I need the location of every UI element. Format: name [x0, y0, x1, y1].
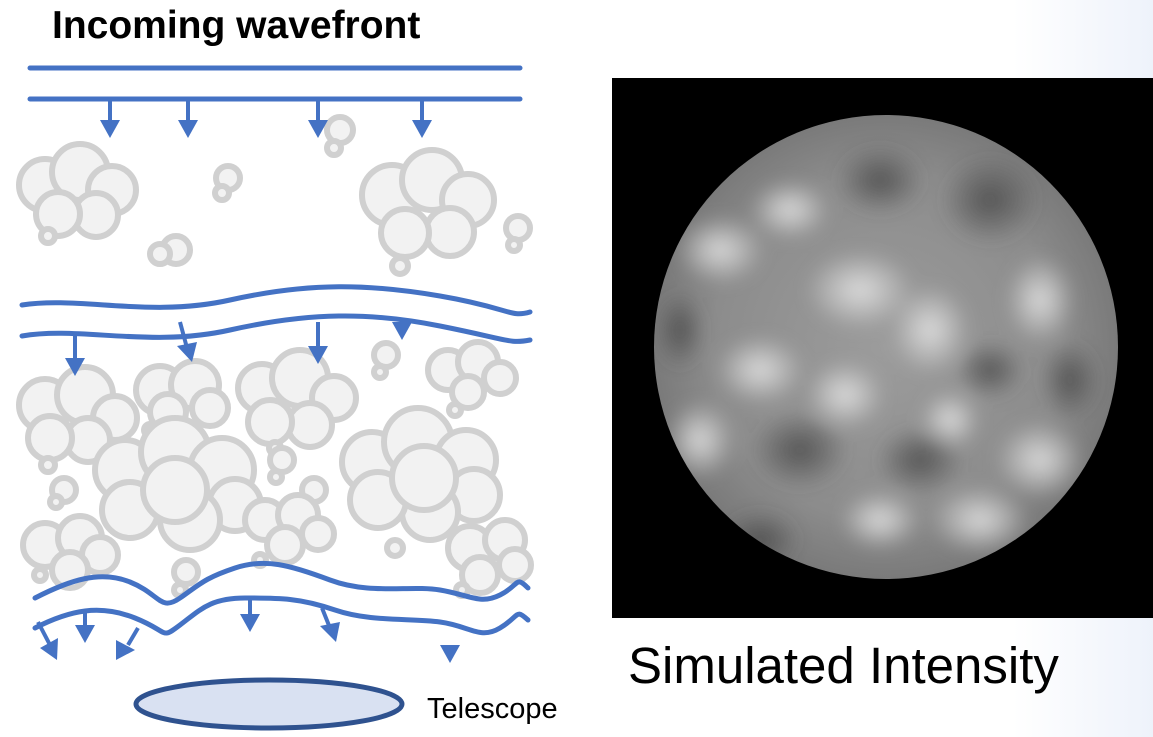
propagation-arrows — [36, 100, 460, 663]
cloud — [92, 415, 264, 553]
cloud — [339, 405, 503, 559]
arrow-icon — [177, 321, 197, 362]
arrow-icon — [308, 322, 328, 364]
arrow-icon — [75, 610, 95, 643]
cloud — [359, 147, 497, 277]
distorted-wavefront-1 — [32, 560, 531, 606]
simulated-intensity-label: Simulated Intensity — [628, 637, 1059, 694]
wavy-wavefront-1 — [19, 284, 533, 317]
cloud — [16, 364, 140, 475]
turbulence-clouds — [16, 114, 534, 599]
arrow-icon — [178, 100, 198, 138]
arrow-icon — [320, 607, 340, 642]
arrow-icon — [116, 626, 140, 660]
cloud — [503, 213, 533, 254]
cloud — [235, 347, 359, 457]
arrow-icon — [36, 621, 58, 660]
cloud — [445, 517, 534, 599]
cloud — [371, 340, 401, 381]
cloud — [267, 445, 297, 486]
incoming-wavefront-title: Incoming wavefront — [52, 4, 421, 47]
telescope-label: Telescope — [427, 693, 558, 725]
cloud — [324, 114, 356, 158]
wavefronts — [19, 65, 533, 636]
simulated-intensity-image — [612, 78, 1153, 618]
arrow-icon — [100, 100, 120, 138]
wavy-wavefront-2 — [19, 313, 533, 344]
arrow-icon — [308, 100, 328, 138]
distorted-wavefront-2 — [32, 595, 531, 636]
cloud — [147, 233, 193, 267]
cloud — [425, 339, 519, 419]
arrow-icon — [440, 645, 460, 663]
cloud — [242, 492, 337, 569]
arrow-icon — [392, 322, 412, 340]
cloud — [20, 513, 121, 591]
cloud — [16, 141, 139, 246]
cloud — [212, 163, 243, 203]
cloud — [171, 557, 201, 599]
cloud — [47, 475, 79, 511]
arrow-icon — [240, 600, 260, 632]
arrow-icon — [412, 100, 432, 138]
arrow-icon — [65, 333, 85, 376]
telescope-aperture — [133, 677, 405, 731]
